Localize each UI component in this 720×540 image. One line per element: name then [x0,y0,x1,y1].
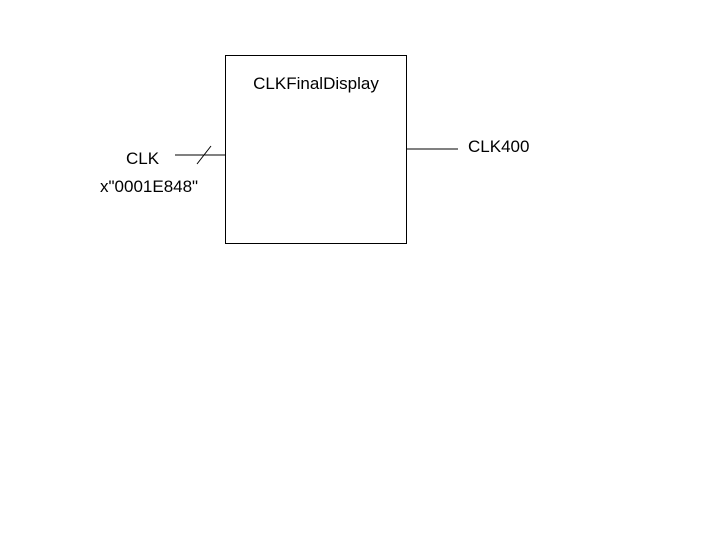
bus-slash-marker [196,145,212,165]
output-port-label: CLK400 [468,137,530,156]
block-title: CLKFinalDisplay [253,74,379,93]
input-port-label: CLK [126,149,160,168]
clk-final-display-block: CLKFinalDisplay [225,55,407,244]
input-port-value: x"0001E848" [100,177,199,196]
